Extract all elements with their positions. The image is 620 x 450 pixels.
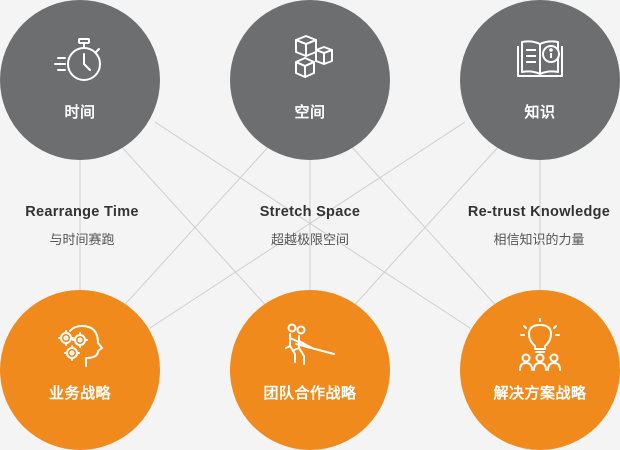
circle-title: 解决方案战略 [493,385,587,402]
circle-title: 业务战略 [48,385,111,402]
label-re-trust-knowledge: Re-trust Knowledge 相信知识的力量 [439,204,620,248]
circle-title: 时间 [64,104,96,121]
connector-line [154,121,471,329]
circle-title: 空间 [294,104,326,121]
tug-of-war-icon [285,323,335,365]
label-rearrange-time: Rearrange Time 与时间赛跑 [0,204,182,248]
connector-line [149,121,466,329]
circle-title: 团队合作战略 [263,385,357,402]
connector-line [349,144,501,311]
circle-time: 时间 [0,0,160,160]
book-info-icon [517,40,563,77]
circle-solution-strategy: 解决方案战略 [460,290,620,450]
circle-knowledge: 知识 [460,0,620,160]
label-chinese: 与时间赛跑 [49,232,115,247]
label-english: Rearrange Time [25,204,139,220]
label-english: Re-trust Knowledge [467,204,611,220]
circle-space: 空间 [230,0,390,160]
label-english: Stretch Space [259,204,361,220]
lightbulb-team-icon [519,318,561,371]
circle-business-strategy: 业务战略 [0,290,160,450]
stopwatch-icon [54,38,101,81]
circle-teamwork-strategy: 团队合作战略 [230,290,390,450]
connector-line [119,144,271,311]
label-chinese: 相信知识的力量 [493,232,585,247]
label-stretch-space: Stretch Space 超越极限空间 [210,204,410,248]
head-gears-icon [58,325,103,367]
circle-title: 知识 [524,104,556,121]
label-chinese: 超越极限空间 [270,232,349,247]
cubes-icon [295,35,333,78]
